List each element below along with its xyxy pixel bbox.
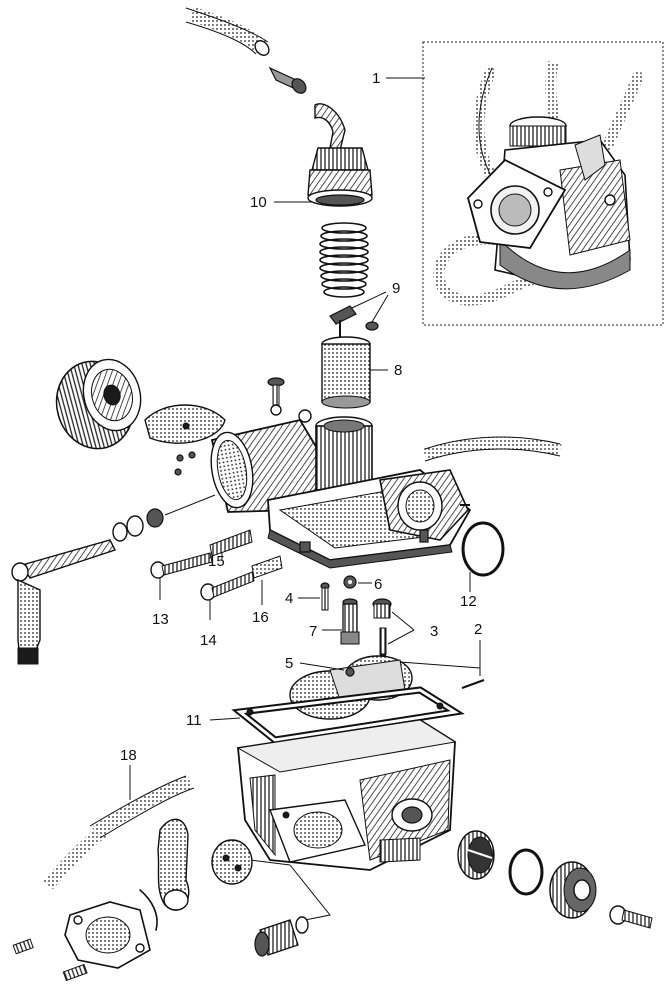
idle-spring bbox=[209, 529, 253, 557]
float-pin bbox=[461, 679, 485, 689]
callout-1: 1 bbox=[372, 70, 380, 87]
callout-10: 10 bbox=[250, 194, 267, 211]
throttle-spring bbox=[319, 222, 369, 298]
callout-12: 12 bbox=[460, 593, 477, 610]
callout-6: 6 bbox=[374, 576, 382, 593]
jet-needle-clip bbox=[329, 305, 379, 340]
float-chamber bbox=[236, 719, 457, 871]
mounting-bolt-left bbox=[12, 938, 88, 982]
pilot-screw-top bbox=[267, 377, 312, 423]
choke-plate bbox=[144, 404, 226, 444]
throttle-lever bbox=[11, 539, 116, 665]
callout-15: 15 bbox=[208, 553, 225, 570]
fuel-line-top bbox=[185, 6, 270, 56]
callout-16: 16 bbox=[252, 609, 269, 626]
air-valve bbox=[457, 830, 495, 880]
o-ring bbox=[461, 521, 505, 577]
idle-adjust-screw bbox=[150, 552, 213, 579]
callout-4: 4 bbox=[285, 590, 293, 607]
drain-screw bbox=[254, 916, 309, 957]
callout-3: 3 bbox=[430, 623, 438, 640]
mixing-chamber-cap bbox=[307, 147, 373, 207]
callout-14: 14 bbox=[200, 632, 217, 649]
valve-o-ring bbox=[508, 848, 544, 896]
hose-clip bbox=[268, 66, 307, 94]
insulator-gasket bbox=[64, 901, 151, 969]
callout-9: 9 bbox=[392, 280, 400, 297]
callout-18: 18 bbox=[120, 747, 137, 764]
main-jet-holder bbox=[340, 598, 360, 645]
pilot-jet bbox=[320, 582, 330, 611]
callout-5: 5 bbox=[285, 655, 293, 672]
fuel-elbow bbox=[314, 103, 346, 151]
needle-jet bbox=[343, 575, 357, 589]
lever-washers bbox=[112, 508, 164, 542]
float-valve-seat bbox=[372, 598, 392, 619]
throttle-stop-screw bbox=[200, 555, 283, 601]
cap-screw bbox=[609, 905, 653, 929]
choke-cover bbox=[211, 839, 253, 885]
assembled-carburetor-inset bbox=[422, 41, 664, 326]
overflow-hose bbox=[422, 436, 562, 462]
valve-cap bbox=[549, 861, 597, 919]
choke-linkage bbox=[139, 889, 158, 931]
choke-screws bbox=[174, 451, 196, 476]
choke-lever bbox=[157, 818, 190, 911]
callout-11: 11 bbox=[186, 712, 202, 729]
callout-13: 13 bbox=[152, 611, 169, 628]
air-filter-element bbox=[55, 358, 142, 450]
callout-7: 7 bbox=[309, 623, 317, 640]
drain-hose bbox=[43, 775, 195, 890]
float-chamber-gasket bbox=[231, 686, 465, 744]
carburetor-body bbox=[210, 416, 472, 569]
callout-8: 8 bbox=[394, 362, 402, 379]
throttle-valve bbox=[321, 336, 371, 409]
float bbox=[289, 655, 413, 720]
callout-2: 2 bbox=[474, 621, 482, 638]
